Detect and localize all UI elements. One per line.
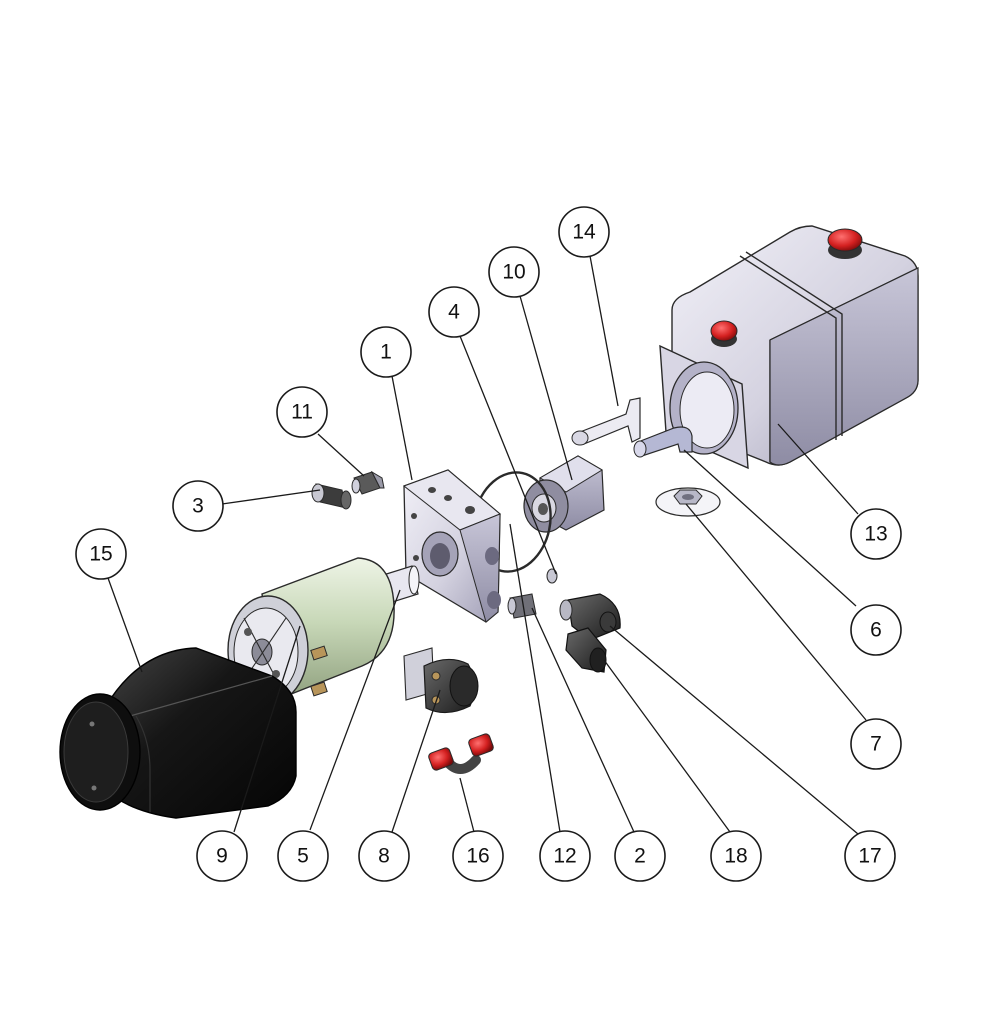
callout-11-label: 11 (291, 401, 313, 424)
leader-lines (107, 255, 867, 835)
washer-nut-part (655, 487, 721, 517)
callout-12: 12 (539, 830, 591, 882)
leader-13 (777, 423, 859, 515)
callout-9-label: 9 (216, 845, 228, 868)
leader-12 (509, 523, 561, 833)
filler-cap-red (827, 228, 863, 259)
callout-1: 1 (360, 326, 412, 378)
callout-2: 2 (614, 830, 666, 882)
callout-2-label: 2 (634, 845, 646, 868)
callout-5: 5 (277, 830, 329, 882)
callout-18: 18 (710, 830, 762, 882)
leader-4 (459, 335, 557, 575)
callout-8-label: 8 (378, 845, 390, 868)
callout-7: 7 (850, 718, 902, 770)
callouts: 1 2 3 4 5 6 7 8 (75, 206, 902, 882)
callout-4-label: 4 (448, 301, 460, 324)
motor-cover-part (59, 647, 297, 819)
leader-8 (391, 689, 441, 833)
callout-15: 15 (75, 528, 127, 580)
motor-terminal-studs (310, 645, 328, 697)
callout-5-label: 5 (297, 845, 309, 868)
callout-16-label: 16 (466, 845, 489, 868)
callout-3-label: 3 (192, 495, 204, 518)
relief-valve-part (351, 470, 385, 495)
leader-1 (391, 375, 413, 481)
callout-17: 17 (844, 830, 896, 882)
callout-17-label: 17 (858, 845, 881, 868)
callout-13: 13 (850, 508, 902, 560)
callout-10-label: 10 (502, 261, 525, 284)
start-solenoid-part (403, 647, 479, 714)
callout-6: 6 (850, 604, 902, 656)
callout-12-label: 12 (553, 845, 576, 868)
leader-14 (589, 255, 619, 407)
callout-1-label: 1 (380, 341, 392, 364)
callout-7-label: 7 (870, 733, 882, 756)
leader-17 (609, 625, 859, 835)
callout-9: 9 (196, 830, 248, 882)
small-fitting-part (546, 568, 558, 584)
callout-18-label: 18 (724, 845, 747, 868)
breather-cap-red (710, 320, 738, 347)
electric-motor-part (227, 557, 395, 705)
callout-8: 8 (358, 830, 410, 882)
solenoid-coil-part (565, 627, 607, 673)
callout-3: 3 (172, 480, 224, 532)
leader-3 (221, 489, 321, 505)
leader-16 (459, 777, 475, 833)
callout-4: 4 (428, 286, 480, 338)
callout-15-label: 15 (89, 543, 112, 566)
callout-14: 14 (558, 206, 610, 258)
callout-16: 16 (452, 830, 504, 882)
callout-14-label: 14 (572, 221, 596, 244)
gear-pump-part (523, 455, 605, 533)
leader-5 (309, 589, 401, 831)
suction-elbow-part (633, 426, 693, 458)
leader-18 (603, 659, 731, 833)
return-tube-part (571, 397, 641, 446)
leader-15 (107, 577, 143, 673)
callout-10: 10 (488, 246, 540, 298)
callout-6-label: 6 (870, 619, 882, 642)
leader-2 (531, 607, 635, 833)
manifold-block-part (402, 469, 501, 623)
leader-6 (683, 449, 857, 607)
callout-11: 11 (276, 386, 328, 438)
reservoir-tank-part (659, 225, 919, 470)
leader-10 (519, 295, 573, 481)
leader-9 (233, 625, 301, 833)
leader-11 (317, 433, 365, 477)
leader-7 (685, 503, 867, 721)
check-valve-part (311, 483, 352, 510)
hose-fitting-part (428, 733, 494, 774)
callout-13-label: 13 (864, 523, 887, 546)
